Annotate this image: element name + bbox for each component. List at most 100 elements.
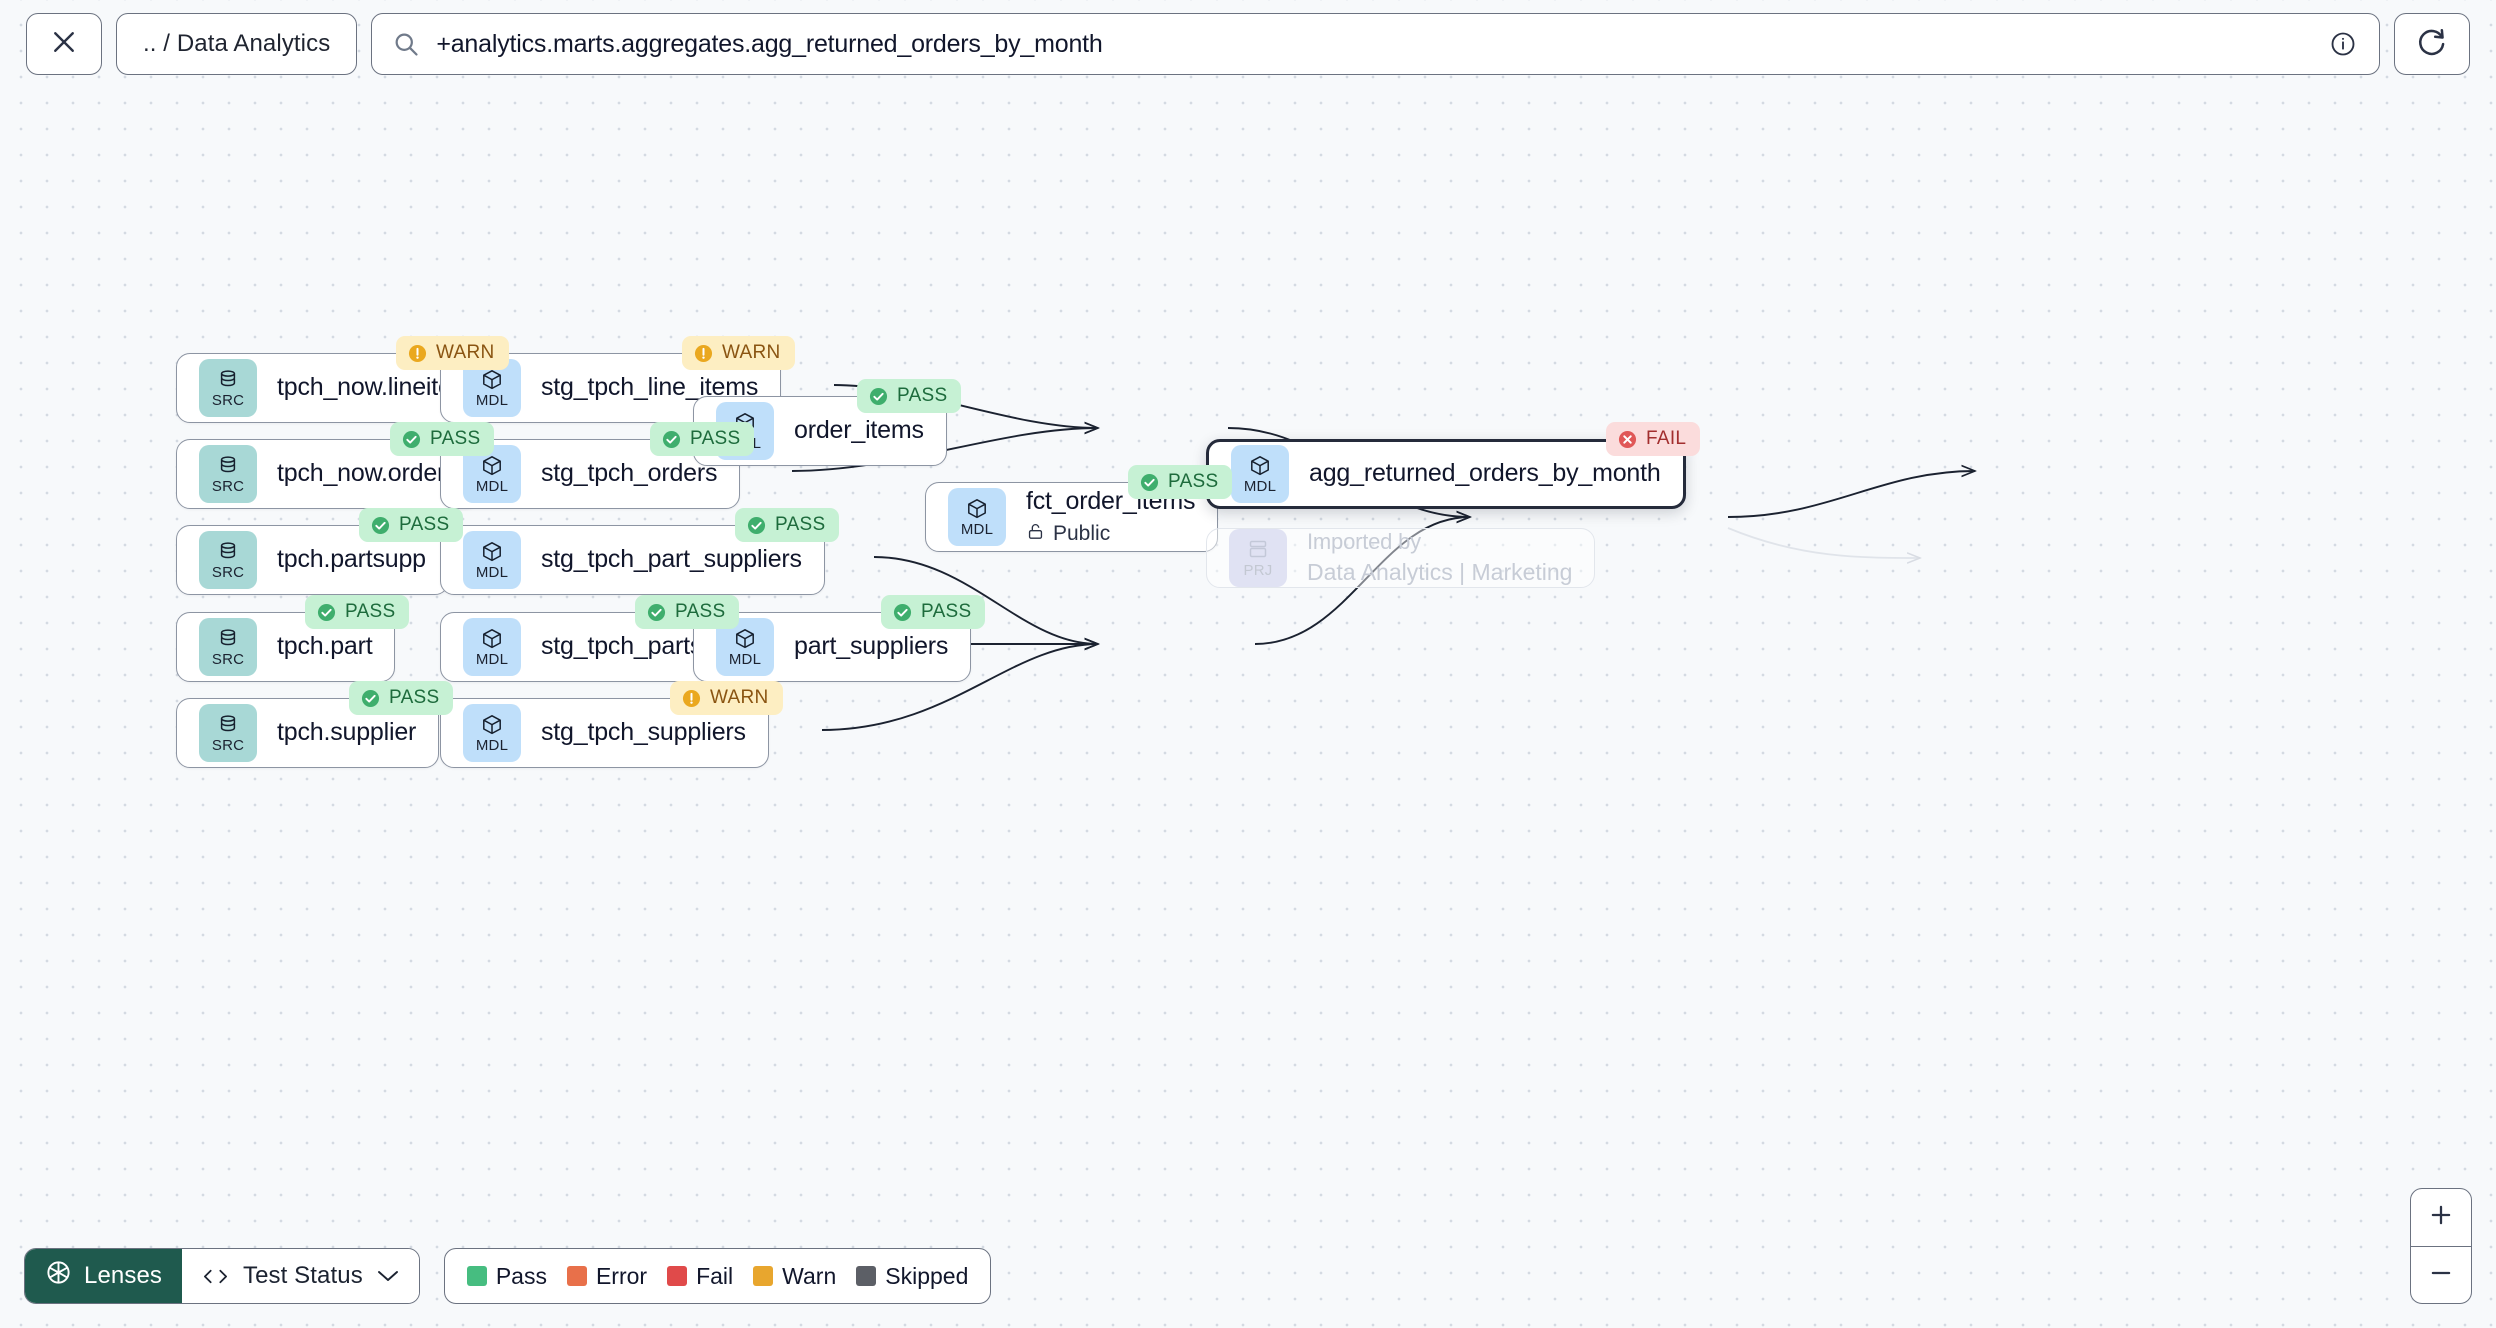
lineage-node-imported_by_prj: PRJ Imported by Data Analytics | Marketing	[1206, 528, 1596, 588]
status-badge-label: PASS	[921, 601, 972, 622]
status-badge-label: PASS	[399, 514, 450, 535]
status-badge-pass[interactable]: PASS	[735, 508, 840, 542]
error-circle-icon	[1618, 430, 1637, 449]
zoom-out-button[interactable]	[2411, 1246, 2471, 1303]
chevron-down-icon	[377, 1262, 399, 1290]
test-status-dropdown[interactable]: Test Status	[182, 1249, 419, 1303]
lenses-button[interactable]: Lenses	[25, 1249, 182, 1303]
status-badge-pass[interactable]: PASS	[1128, 465, 1233, 499]
node-type-label: SRC	[211, 478, 245, 495]
close-button[interactable]	[26, 13, 102, 75]
check-circle-icon	[1140, 473, 1159, 492]
node-type-badge-mdl: MDL	[463, 618, 521, 676]
node-type-badge-src: SRC	[199, 445, 257, 503]
node-subtitle-label: Data Analytics | Marketing	[1307, 559, 1573, 586]
status-badge-warn[interactable]: WARN	[670, 681, 783, 715]
node-text: tpch_now.orders	[277, 459, 458, 488]
status-badge-pass[interactable]: PASS	[305, 595, 410, 629]
legend-swatch	[856, 1266, 877, 1286]
node-type-label: PRJ	[1243, 562, 1273, 579]
status-badge-warn[interactable]: WARN	[682, 336, 795, 370]
zoom-in-button[interactable]	[2411, 1189, 2471, 1246]
status-badge-pass[interactable]: PASS	[635, 595, 740, 629]
legend-item-fail[interactable]: Fail	[667, 1263, 733, 1290]
status-badge-label: PASS	[690, 428, 741, 449]
node-text: stg_tpch_parts	[541, 633, 702, 661]
node-type-label: SRC	[211, 564, 245, 581]
cube-icon	[733, 627, 757, 651]
top-toolbar: .. / Data Analytics +analytics.marts.agg…	[0, 0, 2496, 88]
status-badge-warn[interactable]: WARN	[396, 336, 509, 370]
check-circle-icon	[747, 516, 766, 535]
status-badge-label: WARN	[710, 687, 769, 708]
node-text: tpch.part	[277, 633, 373, 661]
refresh-icon	[2416, 26, 2448, 63]
database-icon	[216, 454, 240, 478]
cube-icon	[480, 540, 504, 564]
minus-icon	[2428, 1260, 2454, 1291]
node-type-label: MDL	[475, 392, 509, 409]
warning-circle-icon	[682, 689, 701, 708]
status-badge-pass[interactable]: PASS	[650, 422, 755, 456]
legend-label: Error	[595, 1262, 648, 1289]
zoom-controls	[2410, 1188, 2472, 1304]
node-subtitle-label: Public	[1053, 522, 1111, 546]
legend-label: Fail	[696, 1262, 734, 1289]
status-badge-pass[interactable]: PASS	[881, 595, 986, 629]
cube-icon	[480, 627, 504, 651]
cube-icon	[480, 713, 504, 737]
node-text: tpch_now.lineitem	[277, 374, 473, 402]
node-text: stg_tpch_suppliers	[541, 719, 746, 747]
node-title: tpch.supplier	[277, 718, 417, 747]
search-input[interactable]: +analytics.marts.aggregates.agg_returned…	[371, 13, 2380, 75]
database-icon	[216, 713, 240, 737]
node-type-label: SRC	[211, 392, 245, 409]
warning-circle-icon	[694, 344, 713, 363]
check-circle-icon	[869, 387, 888, 406]
cube-icon	[965, 497, 989, 521]
legend-swatch	[566, 1266, 587, 1286]
check-circle-icon	[371, 516, 390, 535]
status-legend: Pass Error Fail Warn Skipped	[443, 1248, 992, 1304]
info-icon[interactable]	[2329, 30, 2357, 58]
warning-circle-icon	[408, 344, 427, 363]
node-text: Imported by Data Analytics | Marketing	[1307, 529, 1573, 586]
node-title: agg_returned_orders_by_month	[1309, 459, 1661, 488]
database-icon	[216, 540, 240, 564]
status-badge-pass[interactable]: PASS	[349, 681, 454, 715]
legend-item-skipped[interactable]: Skipped	[856, 1263, 968, 1290]
status-badge-pass[interactable]: PASS	[857, 379, 962, 413]
status-badge-label: PASS	[775, 514, 826, 535]
node-type-label: SRC	[211, 651, 245, 668]
breadcrumb-button[interactable]: .. / Data Analytics	[116, 13, 358, 75]
legend-item-warn[interactable]: Warn	[753, 1263, 836, 1290]
node-title: order_items	[794, 416, 924, 445]
database-icon	[216, 368, 240, 392]
node-type-label: MDL	[960, 521, 994, 538]
legend-item-pass[interactable]: Pass	[466, 1263, 547, 1290]
aperture-icon	[45, 1259, 72, 1293]
test-status-label: Test Status	[243, 1262, 363, 1289]
node-title: Imported by	[1307, 529, 1421, 555]
status-badge-label: PASS	[675, 601, 726, 622]
status-badge-label: PASS	[430, 428, 481, 449]
status-badge-fail[interactable]: FAIL	[1606, 422, 1701, 456]
check-circle-icon	[662, 430, 681, 449]
node-type-label: MDL	[475, 737, 509, 754]
search-value: +analytics.marts.aggregates.agg_returned…	[436, 29, 1103, 58]
node-type-badge-mdl: MDL	[463, 531, 521, 589]
status-badge-pass[interactable]: PASS	[390, 422, 495, 456]
search-icon	[392, 30, 420, 58]
node-type-label: MDL	[475, 651, 509, 668]
lineage-node-tpch_part[interactable]: SRC tpch.part	[176, 612, 396, 682]
node-title: tpch_now.orders	[277, 459, 458, 488]
plus-icon	[2428, 1202, 2454, 1233]
legend-item-error[interactable]: Error	[566, 1262, 648, 1290]
refresh-button[interactable]	[2394, 13, 2470, 75]
status-badge-pass[interactable]: PASS	[359, 508, 464, 542]
legend-label: Skipped	[885, 1262, 969, 1289]
node-title: stg_tpch_parts	[541, 632, 703, 661]
node-title: part_suppliers	[794, 632, 949, 661]
legend-swatch	[753, 1266, 774, 1286]
